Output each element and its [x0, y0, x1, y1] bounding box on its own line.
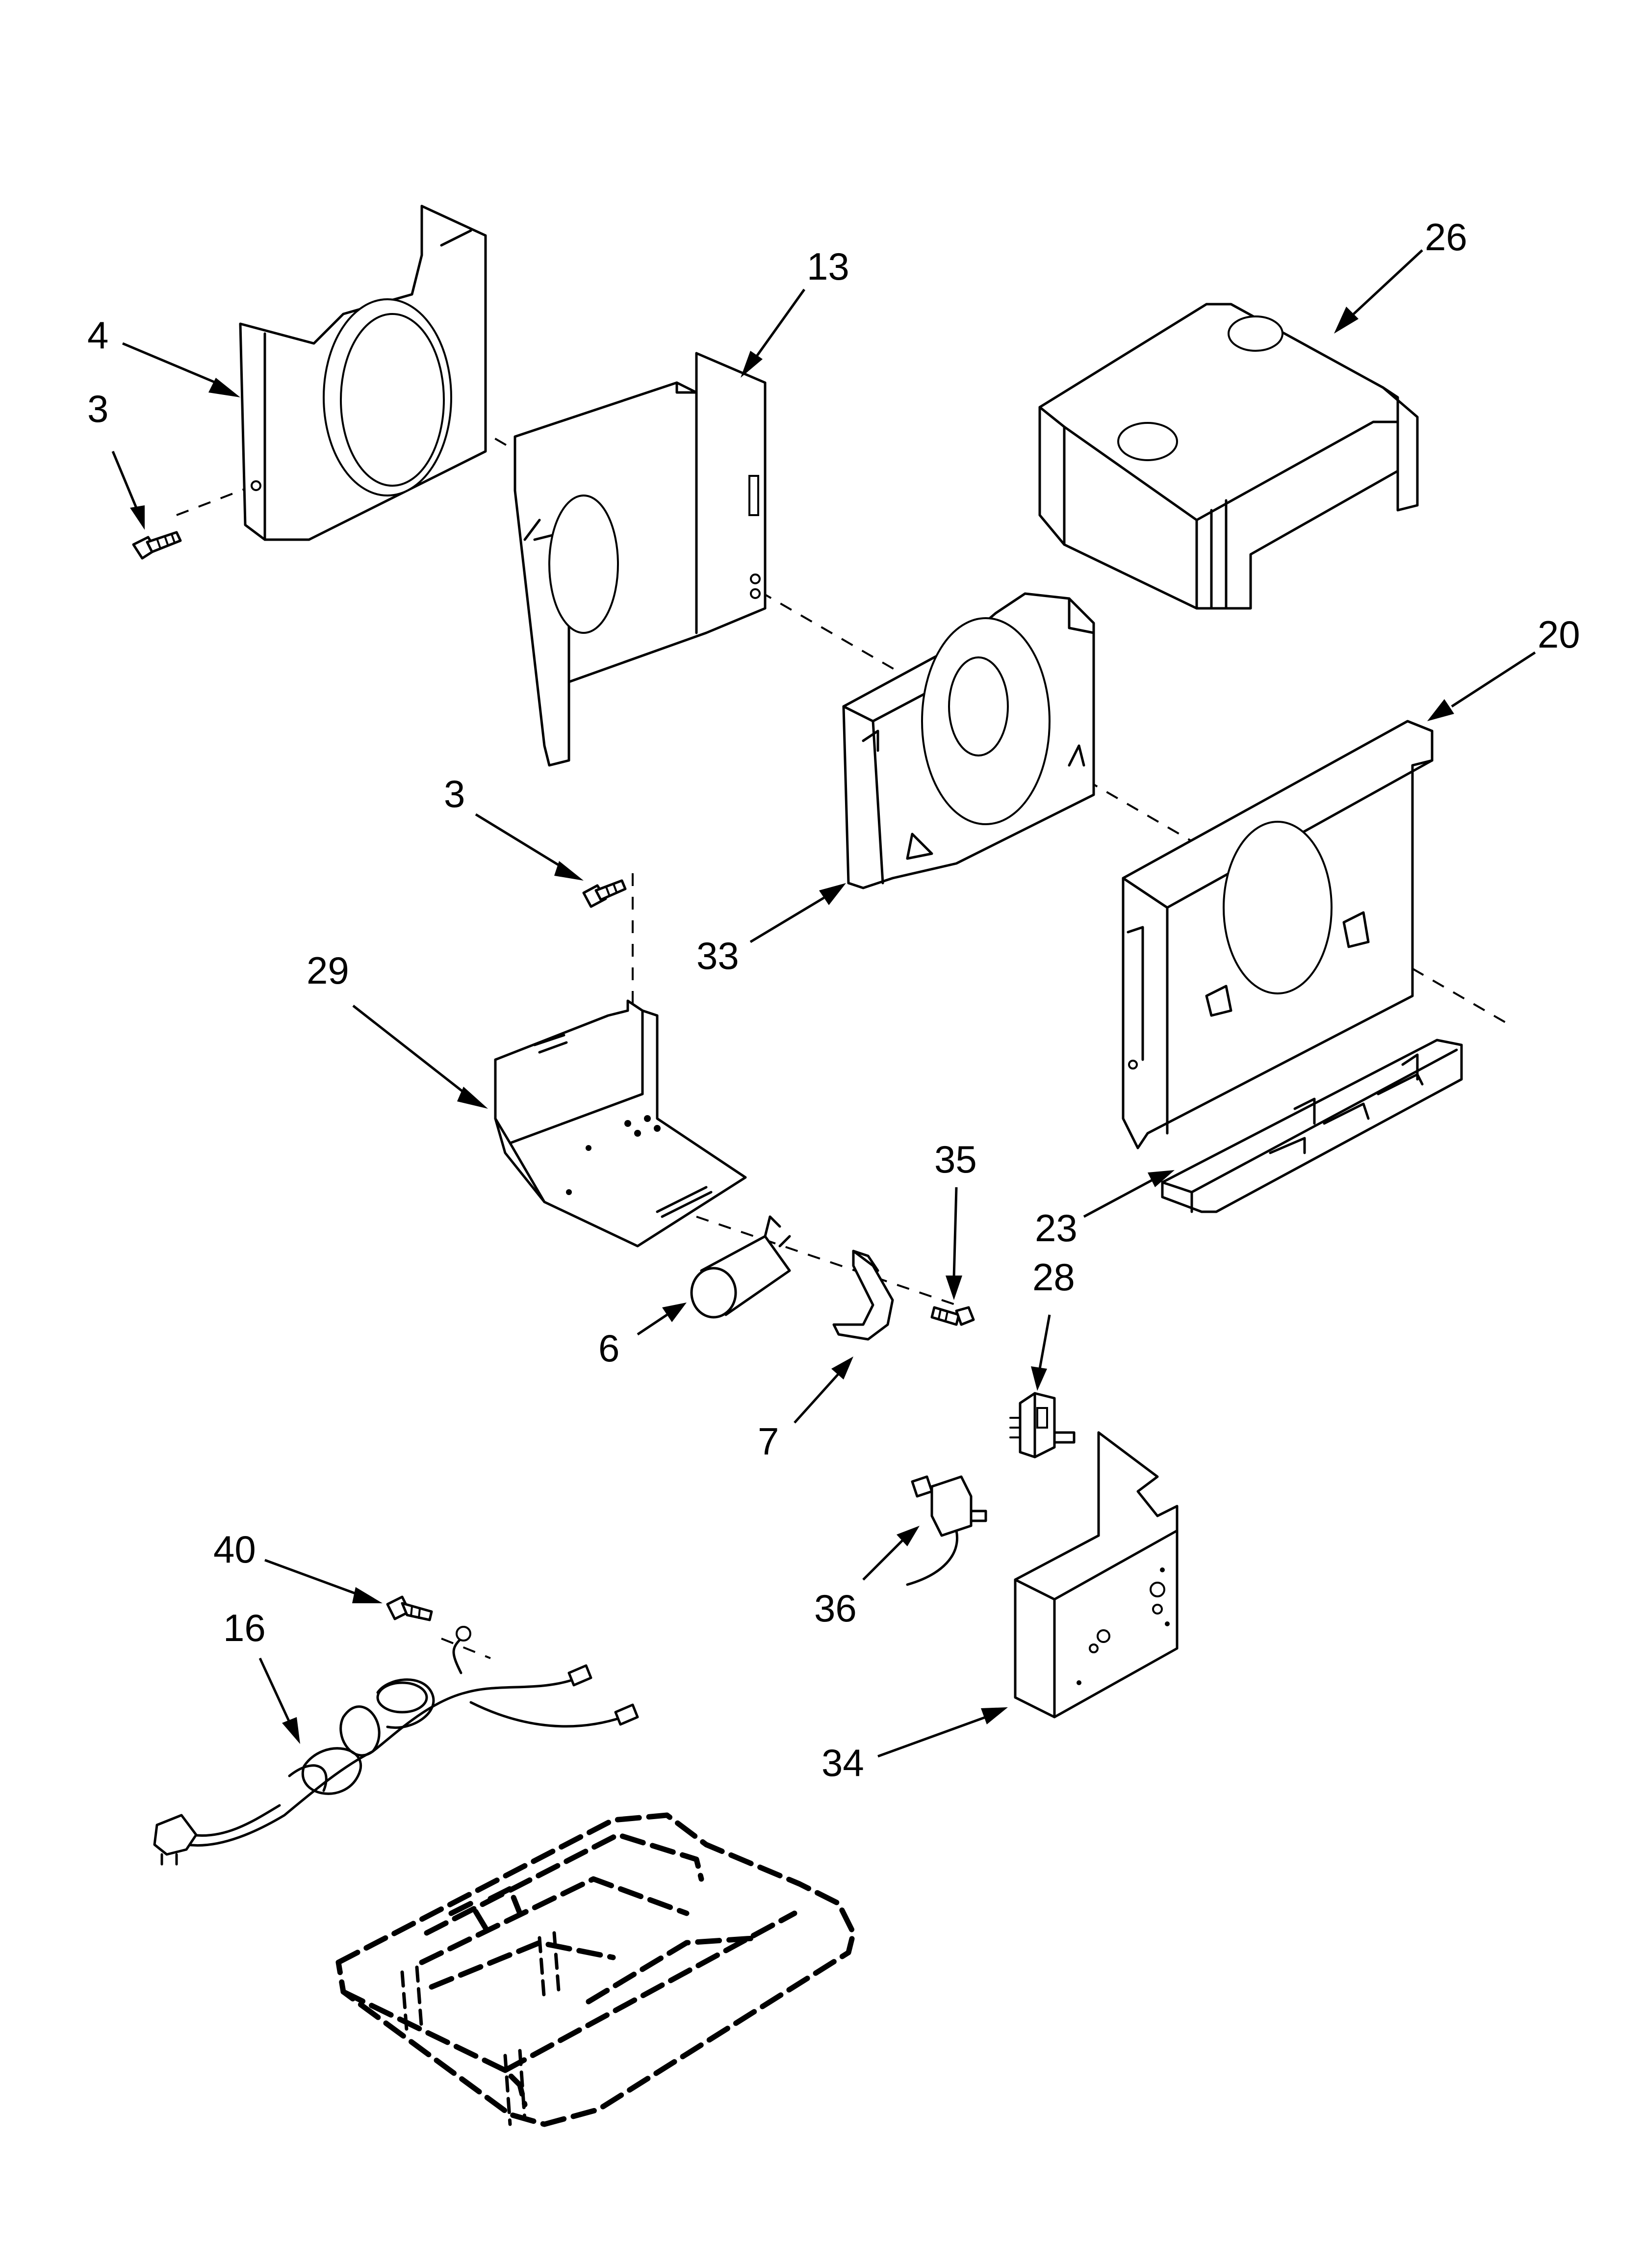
part-13-shroud: [513, 352, 767, 767]
callout-33: 33: [696, 934, 739, 977]
part-3-screw-middle: [582, 879, 627, 908]
callout-23: 23: [1035, 1206, 1078, 1250]
part-6-capacitor: [690, 1215, 791, 1319]
callout-7: 7: [758, 1420, 779, 1463]
callout-34: 34: [821, 1741, 864, 1784]
callout-35: 35: [934, 1138, 977, 1181]
part-34-control-panel: [1014, 1431, 1179, 1719]
part-35-screw: [930, 1306, 975, 1326]
callout-28: 28: [1032, 1255, 1075, 1299]
callout-3-upper: 3: [87, 387, 108, 430]
part-40-ground-screw: [386, 1595, 433, 1621]
leader-lines: [111, 249, 1536, 1758]
callout-13: 13: [807, 245, 849, 288]
callout-labels: 4 3 13 26 20 3 33 29 35 23 28 6 7 40 36 …: [87, 215, 1580, 1784]
callout-6: 6: [598, 1327, 619, 1370]
part-3-screw-upper: [132, 531, 182, 560]
part-20-partition-panel: [1122, 720, 1434, 1149]
part-28-switch: [1009, 1392, 1076, 1459]
callout-4: 4: [87, 313, 108, 357]
callout-16: 16: [223, 1606, 266, 1649]
callout-40: 40: [213, 1528, 256, 1571]
part-4-side-panel: [239, 205, 487, 541]
callout-3-middle: 3: [444, 772, 465, 815]
callout-29: 29: [307, 949, 349, 992]
base-pan-phantom: [335, 1812, 856, 2127]
callout-26: 26: [1425, 215, 1467, 259]
callout-36: 36: [814, 1587, 857, 1630]
callout-20: 20: [1538, 613, 1580, 656]
part-33-blower-scroll: [842, 592, 1095, 889]
part-29-control-bracket: [494, 999, 747, 1248]
part-26-top-cover: [1038, 303, 1419, 610]
part-36-thermostat: [906, 1475, 987, 1586]
part-7-capacitor-strap: [832, 1250, 894, 1341]
part-23-base-strip: [1161, 1039, 1463, 1213]
part-16-power-cord: [153, 1626, 639, 1866]
